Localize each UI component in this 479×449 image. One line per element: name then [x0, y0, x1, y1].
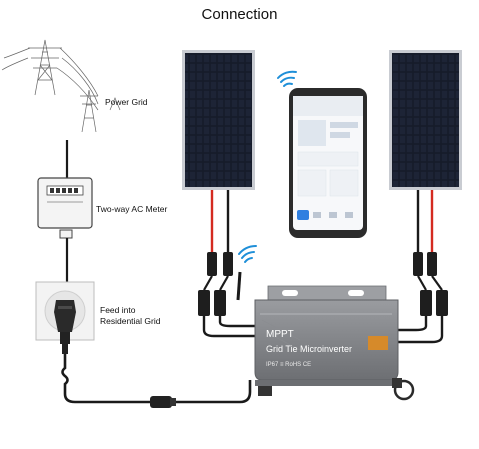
- meter-label: Two-way AC Meter: [96, 204, 168, 214]
- wall-socket-icon: [35, 281, 95, 341]
- power-grid-label: Power Grid: [105, 97, 148, 107]
- microinverter-icon: [254, 285, 415, 401]
- feed-label-line1: Feed into: [100, 305, 136, 315]
- inverter-brand: MPPT: [266, 329, 294, 340]
- electric-meter-icon: [37, 177, 93, 239]
- smartphone-icon: [289, 88, 367, 238]
- transmission-tower-icon: [1, 39, 121, 133]
- solar-panel-icon: [182, 50, 255, 190]
- feed-label-line2: Residential Grid: [100, 316, 161, 326]
- wifi-icon: [277, 70, 297, 87]
- wifi-icon: [238, 244, 257, 263]
- diagram-title: Connection: [201, 6, 278, 23]
- inverter-model: Grid Tie Microinverter: [266, 344, 352, 354]
- inverter-spec: IP67 ≡ RoHS CE: [266, 362, 311, 368]
- plug-icon: [54, 300, 76, 354]
- solar-panel-icon: [389, 50, 462, 190]
